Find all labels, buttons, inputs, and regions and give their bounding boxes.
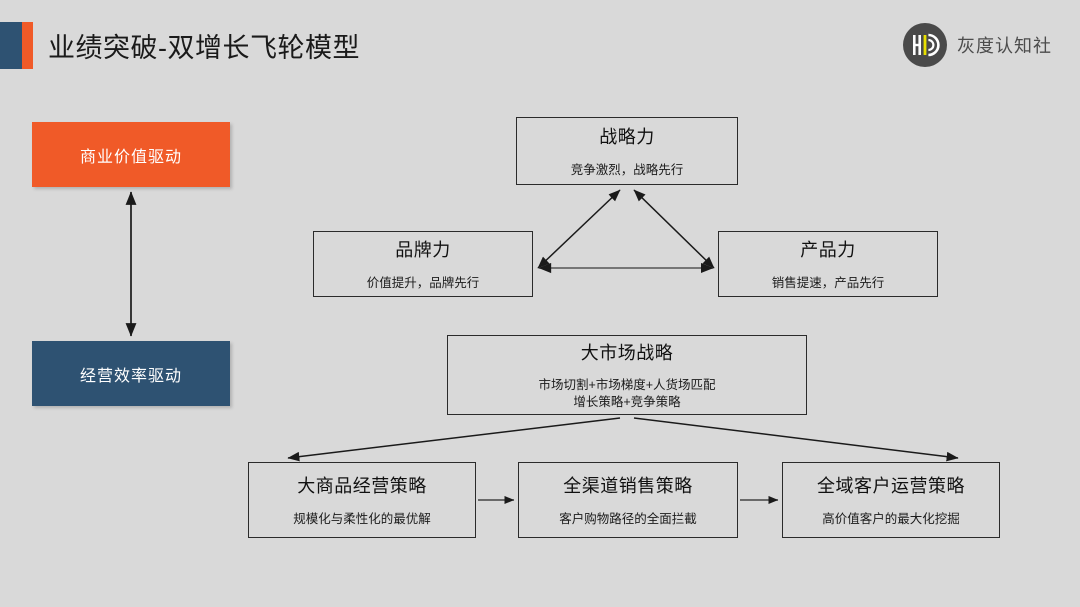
node-subtitle-line-1: 市场切割+市场梯度+人货场匹配: [538, 378, 716, 393]
header-accent-blue: [0, 22, 22, 69]
node-subtitle-line-2: 增长策略+竞争策略: [573, 395, 681, 409]
brand-logo: 灰度认知社: [902, 22, 1052, 68]
hd-monogram-circle-icon: [903, 23, 947, 67]
node-title: 全渠道销售策略: [563, 476, 693, 497]
node-title: 品牌力: [395, 240, 451, 261]
node-big-market-strategy[interactable]: 大市场战略 市场切割+市场梯度+人货场匹配 增长策略+竞争策略: [447, 335, 807, 415]
node-product-power[interactable]: 产品力 销售提速，产品先行: [718, 231, 938, 297]
node-subtitle: 市场切割+市场梯度+人货场匹配 增长策略+竞争策略: [538, 377, 715, 411]
driver-box-operating-efficiency[interactable]: 经营效率驱动: [32, 341, 230, 406]
node-brand-power[interactable]: 品牌力 价值提升，品牌先行: [313, 231, 533, 297]
driver-box-business-value[interactable]: 商业价值驱动: [32, 122, 230, 187]
driver-label: 商业价值驱动: [79, 148, 182, 166]
node-title: 全域客户运营策略: [817, 476, 965, 497]
node-title: 大商品经营策略: [297, 476, 427, 497]
node-title: 大市场战略: [580, 343, 674, 364]
connector-market-to-commodity: [287, 417, 621, 462]
connector-market-to-customer: [633, 417, 959, 462]
node-strategy-power[interactable]: 战略力 竞争激烈，战略先行: [516, 117, 738, 185]
node-subtitle: 高价值客户的最大化挖掘: [822, 512, 960, 527]
node-omnichannel-sales-strategy[interactable]: 全渠道销售策略 客户购物路径的全面拦截: [518, 462, 738, 538]
node-title: 战略力: [599, 127, 655, 148]
driver-label: 经营效率驱动: [79, 367, 182, 385]
header-accent-orange: [22, 22, 33, 69]
node-subtitle: 规模化与柔性化的最优解: [293, 512, 431, 527]
connector-product-to-strategy: [633, 189, 715, 269]
node-subtitle: 客户购物路径的全面拦截: [559, 512, 697, 527]
node-commodity-operation-strategy[interactable]: 大商品经营策略 规模化与柔性化的最优解: [248, 462, 476, 538]
node-customer-operation-strategy[interactable]: 全域客户运营策略 高价值客户的最大化挖掘: [782, 462, 1000, 538]
connector-brand-to-strategy: [537, 189, 621, 269]
brand-name: 灰度认知社: [957, 36, 1052, 56]
node-subtitle: 竞争激烈，战略先行: [570, 163, 684, 178]
node-subtitle: 销售提速，产品先行: [771, 276, 885, 291]
node-title: 产品力: [800, 240, 856, 261]
page-title: 业绩突破-双增长飞轮模型: [48, 33, 360, 63]
node-subtitle: 价值提升，品牌先行: [366, 276, 480, 291]
